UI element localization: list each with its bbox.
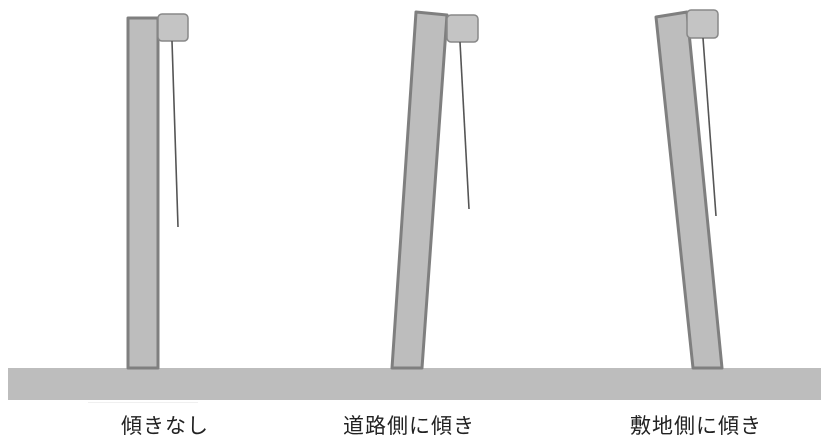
label-no-tilt: 傾きなし (121, 414, 209, 438)
pole-no-tilt (126, 13, 189, 370)
pole-road-tilt (390, 10, 479, 370)
caption-underline (88, 402, 198, 403)
plumb-line (459, 41, 470, 210)
label-road-tilt: 道路側に傾き (343, 414, 475, 438)
pole-body (654, 10, 724, 370)
plumb-bob-holder (686, 9, 719, 39)
plumb-line (171, 40, 179, 228)
plumb-bob-holder (157, 13, 189, 42)
pole-body (126, 16, 160, 370)
pole-site-tilt (654, 9, 724, 370)
pole-body (390, 10, 449, 370)
label-site-tilt: 敷地側に傾き (630, 414, 762, 438)
ground-surface (8, 368, 821, 400)
plumb-line (702, 37, 717, 217)
plumb-bob-holder (446, 14, 479, 43)
